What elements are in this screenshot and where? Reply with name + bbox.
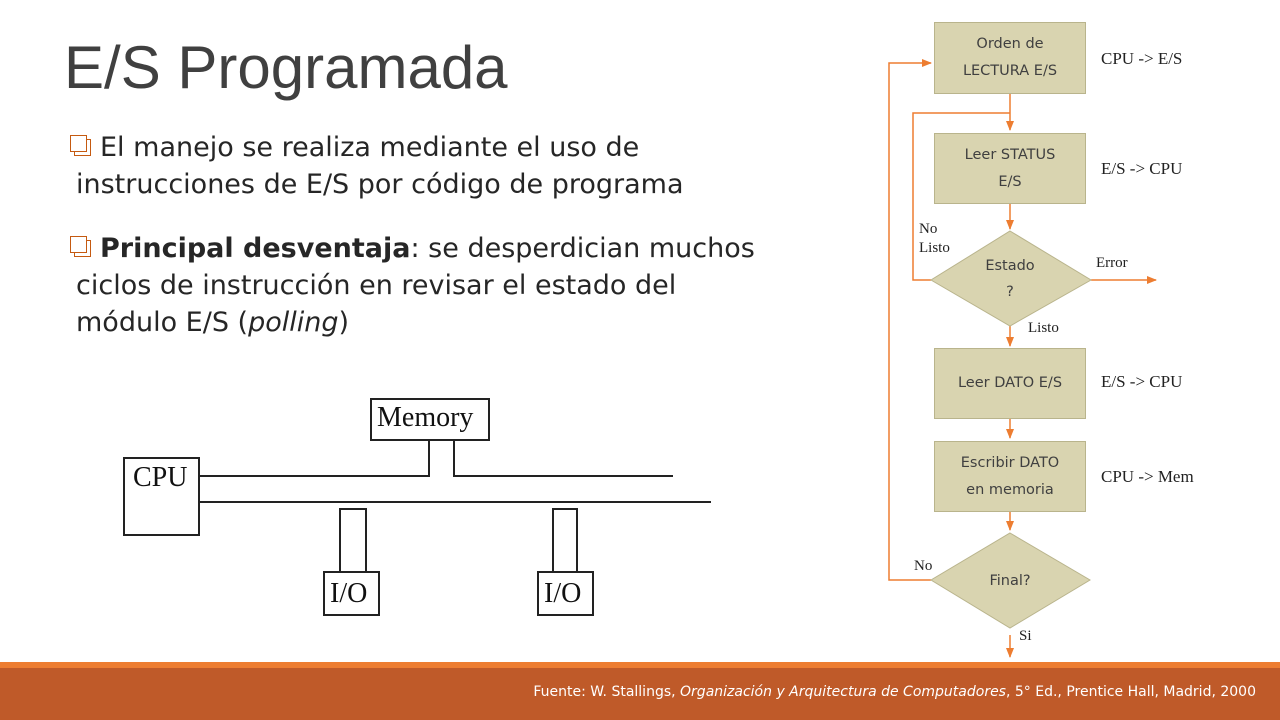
- decision-estado-line-2: ?: [1006, 284, 1014, 300]
- step-escribir-dato: Escribir DATO en memoria: [934, 441, 1086, 512]
- bullet-2-italic: polling: [248, 307, 339, 338]
- footer-accent-line: [0, 662, 1280, 668]
- footer-post: , 5° Ed., Prentice Hall, Madrid, 2000: [1005, 684, 1256, 700]
- step-dato-line-1: Leer DATO E/S: [957, 375, 1063, 391]
- memory-label: Memory: [377, 402, 474, 433]
- slide-title: E/S Programada: [64, 34, 508, 101]
- step-orden-line-2: LECTURA E/S: [962, 63, 1058, 79]
- bullet-1: El manejo se realiza mediante el uso de …: [68, 129, 836, 203]
- cpu-label: CPU: [133, 462, 188, 493]
- bullet-1-line-2: instrucciones de E/S por código de progr…: [76, 169, 684, 200]
- step-leer-dato: Leer DATO E/S: [934, 348, 1086, 419]
- bullet-square-icon: [70, 236, 92, 258]
- label-final-no: No: [914, 558, 933, 574]
- step-leer-status: Leer STATUS E/S: [934, 133, 1086, 204]
- label-no-listo-line-1: No: [919, 221, 938, 237]
- decision-estado-label: Estado?: [950, 253, 1070, 305]
- footer-bar: Fuente: W. Stallings, Organización y Arq…: [0, 668, 1280, 720]
- label-final-si: Si: [1019, 628, 1032, 644]
- bullet-2: Principal desventaja: se desperdician mu…: [68, 230, 836, 341]
- bullet-2-line-1: : se desperdician muchos: [410, 233, 755, 264]
- io-label-1: I/O: [330, 578, 368, 609]
- bullet-2-line-2: ciclos de instrucción en revisar el esta…: [76, 270, 677, 301]
- step-status-line-1: Leer STATUS: [964, 146, 1056, 163]
- side-label-cpu-es: CPU -> E/S: [1101, 49, 1183, 68]
- io2-connector: [552, 508, 578, 572]
- bus-line-top: [199, 440, 673, 477]
- bullet-square-icon: [70, 135, 92, 157]
- label-no-listo-line-2: Listo: [919, 240, 950, 256]
- side-label-es-cpu-2: E/S -> CPU: [1101, 372, 1183, 391]
- bullet-2-bold: Principal desventaja: [100, 233, 411, 264]
- io-label-2: I/O: [544, 578, 582, 609]
- side-label-cpu-mem: CPU -> Mem: [1101, 467, 1194, 486]
- step-status-line-2: E/S: [998, 173, 1022, 190]
- decision-final-label: Final?: [989, 573, 1031, 589]
- footer-citation: Fuente: W. Stallings, Organización y Arq…: [533, 684, 1256, 700]
- bullet-2-line-3-pre: módulo E/S (: [76, 307, 249, 338]
- decision-estado-line-1: Estado: [985, 258, 1035, 274]
- footer-pre: Fuente: W. Stallings,: [533, 684, 681, 700]
- label-error: Error: [1096, 255, 1128, 271]
- step-escribir-line-2: en memoria: [966, 481, 1054, 498]
- step-escribir-line-1: Escribir DATO: [960, 454, 1060, 471]
- side-label-es-cpu-1: E/S -> CPU: [1101, 159, 1183, 178]
- footer-book-title: Organización y Arquitectura de Computado…: [680, 684, 1006, 700]
- bullet-2-line-3-post: ): [338, 307, 350, 338]
- step-orden-line-1: Orden de: [976, 36, 1044, 52]
- step-orden-lectura: Orden de LECTURA E/S: [934, 22, 1086, 94]
- label-listo: Listo: [1028, 320, 1059, 336]
- io1-connector: [339, 508, 367, 572]
- bullet-1-line-1: El manejo se realiza mediante el uso de: [100, 132, 640, 163]
